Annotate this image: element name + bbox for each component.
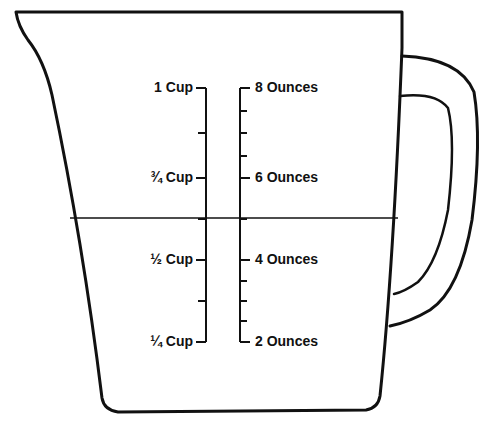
cup-outline xyxy=(16,12,402,412)
cup-handle xyxy=(390,56,478,326)
water-line xyxy=(70,217,398,219)
cup-scale xyxy=(196,88,206,342)
scale-label: 4 Ounces xyxy=(255,252,318,267)
ounce-scale xyxy=(240,88,250,342)
scale-label: 8 Ounces xyxy=(255,80,318,95)
scale-label: 1 Cup xyxy=(154,80,193,95)
scale-label: ¾ Cup xyxy=(150,170,193,185)
scale-label: ½ Cup xyxy=(150,252,193,267)
scale-label: 2 Ounces xyxy=(255,334,318,349)
scale-label: 6 Ounces xyxy=(255,170,318,185)
cup-handle-inner xyxy=(394,95,452,294)
scale-label: ¼ Cup xyxy=(150,334,193,349)
